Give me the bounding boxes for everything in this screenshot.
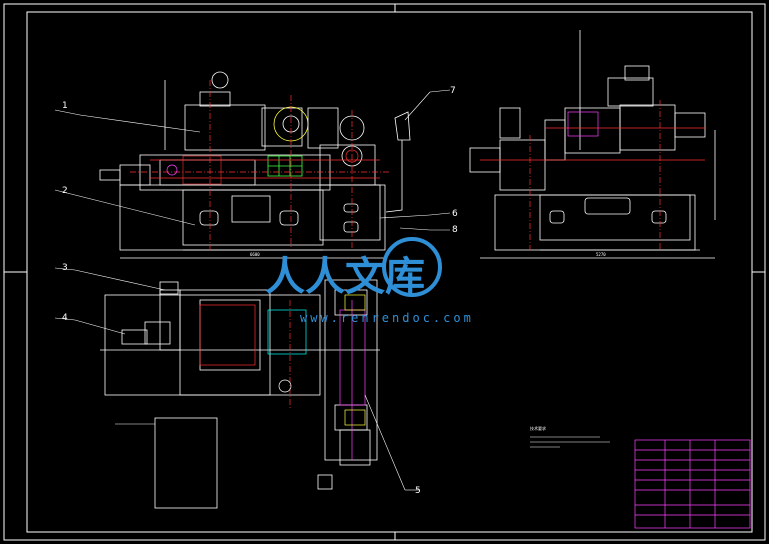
part-label-7: 7: [450, 86, 456, 96]
side-view-hidden: [480, 100, 705, 250]
plan-view-colored: [199, 294, 366, 460]
title-block: [634, 439, 751, 529]
part-label-2: 2: [62, 186, 68, 196]
part-label-1: 1: [62, 101, 68, 111]
watermark: 人人文库 www.renrendoc.com: [265, 237, 474, 325]
front-view-hidden: [130, 80, 390, 250]
dimension-side-width: 5270: [596, 252, 606, 257]
leader-lines: [54, 89, 451, 491]
watermark-swirl-icon: [382, 237, 442, 297]
watermark-url: www.renrendoc.com: [300, 311, 474, 325]
part-label-5: 5: [415, 486, 421, 496]
part-label-6: 6: [452, 209, 458, 219]
front-view-gear-box: [182, 155, 222, 185]
part-label-3: 3: [62, 263, 68, 273]
dimension-front-width: 6600: [250, 252, 260, 257]
part-label-4: 4: [62, 313, 68, 323]
notes-title: 技术要求: [530, 425, 546, 431]
control-cabinet: [154, 417, 218, 509]
part-label-8: 8: [452, 225, 458, 235]
watermark-brand: 人人文库: [265, 254, 425, 300]
technical-notes: 技术要求: [530, 425, 610, 448]
plan-view: [100, 279, 380, 490]
front-view: [99, 71, 411, 259]
side-view: [469, 30, 716, 259]
